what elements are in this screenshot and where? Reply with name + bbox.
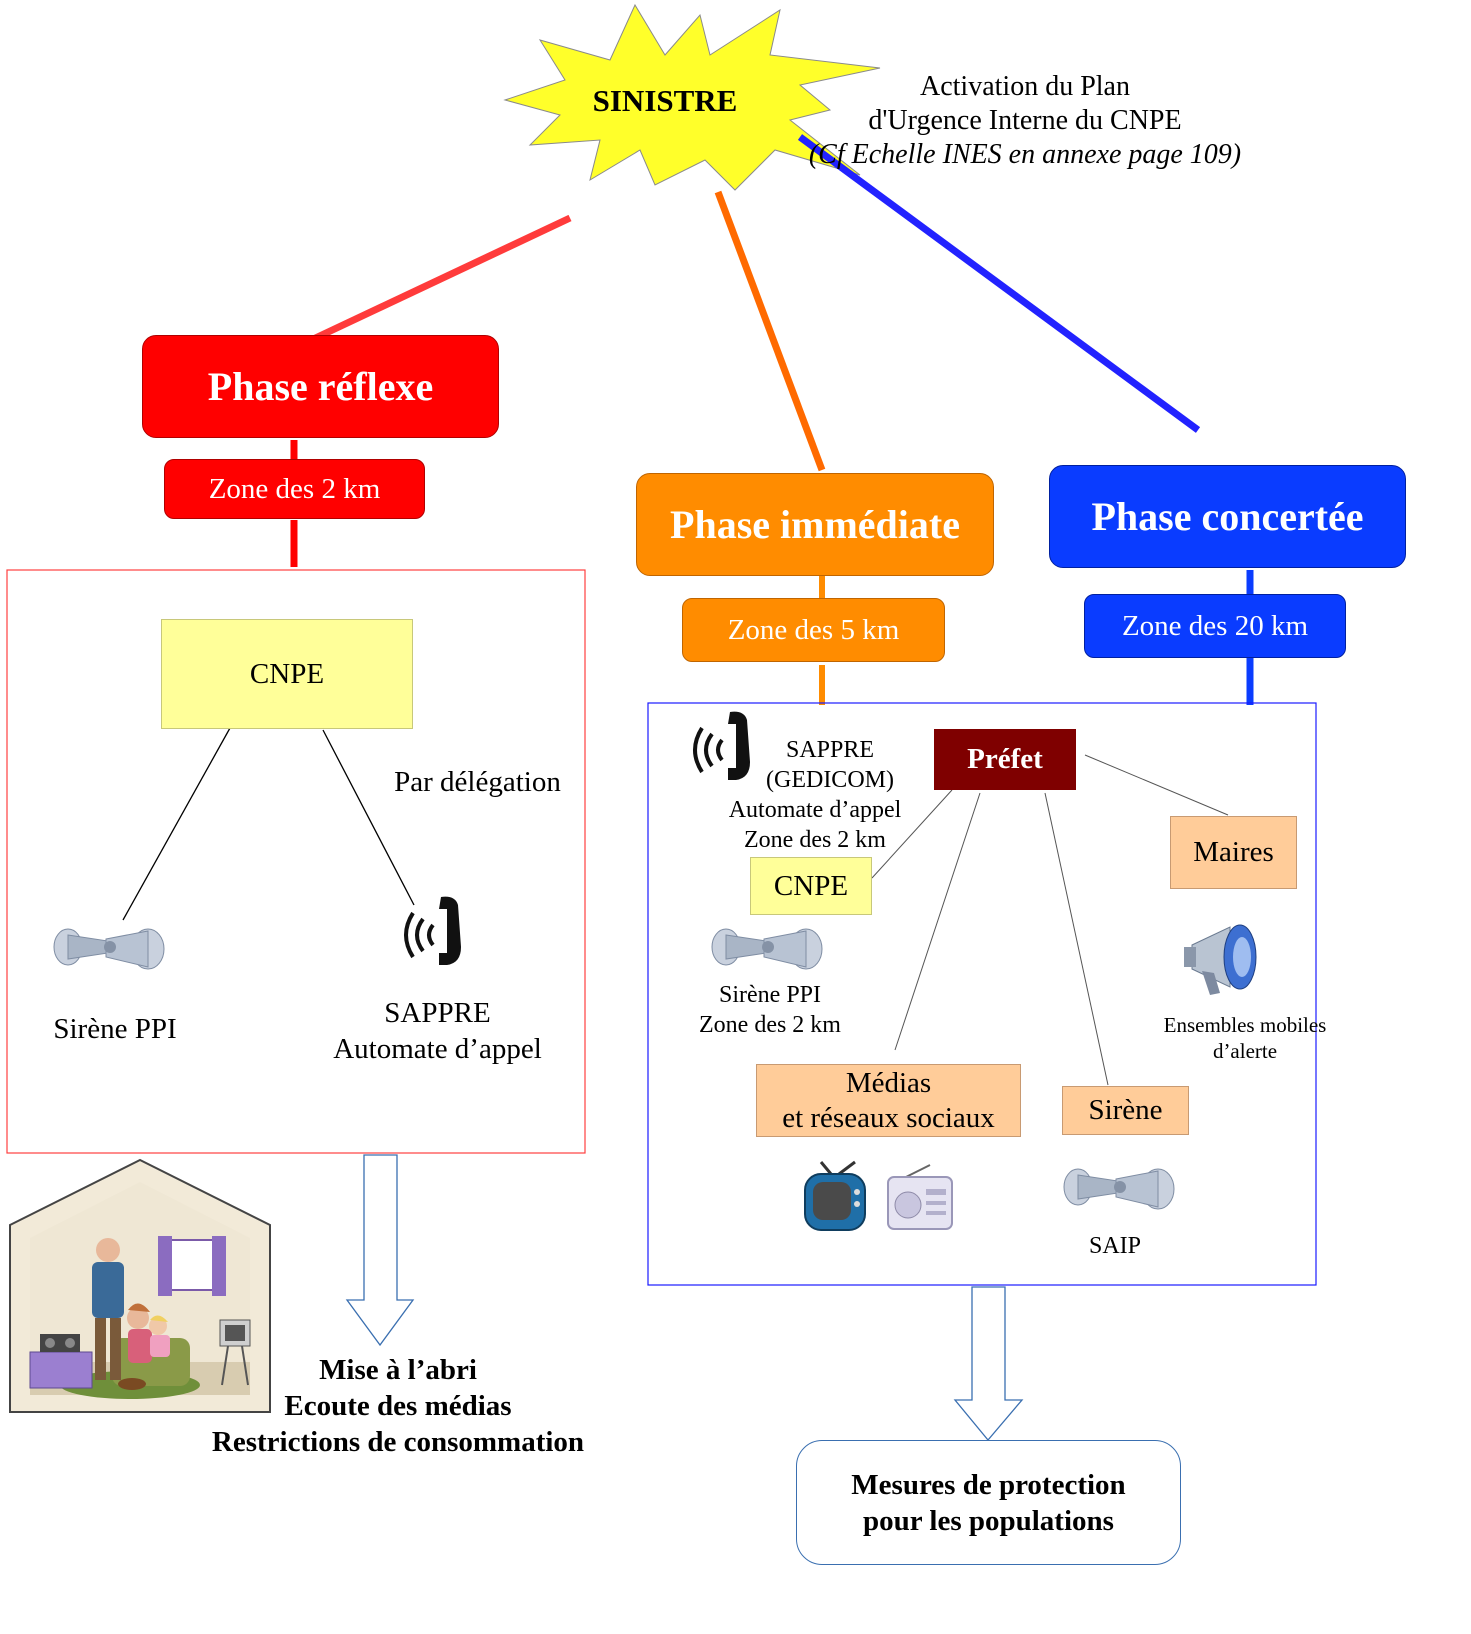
sirene-box: Sirène xyxy=(1062,1086,1189,1135)
phone-icon-right xyxy=(693,711,750,780)
mobiles-label: Ensembles mobiles d’alerte xyxy=(1145,1012,1345,1064)
result-line1: Mise à l’abri xyxy=(319,1354,477,1386)
sirene-right-line1: Sirène PPI xyxy=(719,982,821,1008)
activation-line3: (Cf Echelle INES en annexe page 109) xyxy=(808,139,1242,170)
reflexe-frame xyxy=(6,569,586,1154)
sirene-right-line2: Zone des 2 km xyxy=(699,1012,841,1038)
sappre-right-line3: Automate d’appel xyxy=(728,797,902,823)
reflexe-connector xyxy=(288,214,572,354)
sinistre-burst xyxy=(503,3,881,191)
concerted-frame xyxy=(647,702,1317,1286)
activation-line2: d'Urgence Interne du CNPE xyxy=(868,105,1182,136)
sirene-ppi-label-left: Sirène PPI xyxy=(53,1013,177,1045)
tv-icon xyxy=(804,1160,866,1231)
left-down-arrow xyxy=(345,1154,415,1347)
sappre-label-left: SAPPRE Automate d’appel xyxy=(310,995,565,1067)
zone-5km-box: Zone des 5 km xyxy=(682,598,945,662)
cnpe-box-right: CNPE xyxy=(750,857,872,915)
concertee-connector xyxy=(797,134,1201,433)
zone-2km-box: Zone des 2 km xyxy=(164,459,425,519)
maires-box: Maires xyxy=(1170,816,1297,889)
activation-line1: Activation du Plan xyxy=(920,71,1130,102)
siren-icon-saip xyxy=(1063,1168,1175,1210)
radio-icon xyxy=(887,1164,953,1230)
sappre-right-line2: (GEDICOM) xyxy=(766,767,894,793)
result-line3: Restrictions de consommation xyxy=(211,1426,585,1458)
medias-line1: Médias xyxy=(845,1066,932,1099)
medias-box: Médias et réseaux sociaux xyxy=(756,1064,1021,1137)
medias-line2: et réseaux sociaux xyxy=(782,1101,995,1134)
phase-immediate-box: Phase immédiate xyxy=(636,473,994,576)
phone-icon-left xyxy=(404,896,461,965)
siren-icon-left xyxy=(53,928,165,970)
prefet-box: Préfet xyxy=(934,729,1076,790)
sinistre-label: SINISTRE xyxy=(592,83,738,118)
result-line2: Ecoute des médias xyxy=(284,1390,512,1422)
final-line1: Mesures de protection xyxy=(851,1468,1126,1501)
siren-icon-right-ppi xyxy=(711,928,823,970)
zone-20km-box: Zone des 20 km xyxy=(1084,594,1346,658)
mobiles-line2: d’alerte xyxy=(1212,1039,1278,1063)
sappre-right-line1: SAPPRE xyxy=(785,737,875,763)
sappre-left-line2: Automate d’appel xyxy=(333,1033,542,1065)
sappre-left-line1: SAPPRE xyxy=(384,997,491,1029)
protection-measures-box: Mesures de protection pour les populatio… xyxy=(796,1440,1181,1565)
immediate-connector xyxy=(714,190,826,472)
activation-text: Activation du Plan d'Urgence Interne du … xyxy=(790,70,1260,172)
final-line2: pour les populations xyxy=(863,1504,1114,1537)
cnpe-box-left: CNPE xyxy=(161,619,413,729)
mobiles-line1: Ensembles mobiles xyxy=(1163,1013,1327,1037)
phase-concertee-box: Phase concertée xyxy=(1049,465,1406,568)
sirene-ppi-label-right: Sirène PPI Zone des 2 km xyxy=(680,980,860,1040)
megaphone-icon xyxy=(1184,924,1257,995)
saip-label: SAIP xyxy=(1088,1233,1142,1259)
sappre-gedicom-label: SAPPRE (GEDICOM) Automate d’appel Zone d… xyxy=(710,735,920,855)
house-shelter-illustration xyxy=(9,1158,271,1413)
sappre-right-line4: Zone des 2 km xyxy=(744,827,886,853)
reflexe-result-text: Mise à l’abri Ecoute des médias Restrict… xyxy=(188,1352,608,1460)
right-down-arrow xyxy=(953,1286,1024,1442)
delegation-label: Par délégation xyxy=(394,766,561,798)
phase-reflexe-box: Phase réflexe xyxy=(142,335,499,438)
